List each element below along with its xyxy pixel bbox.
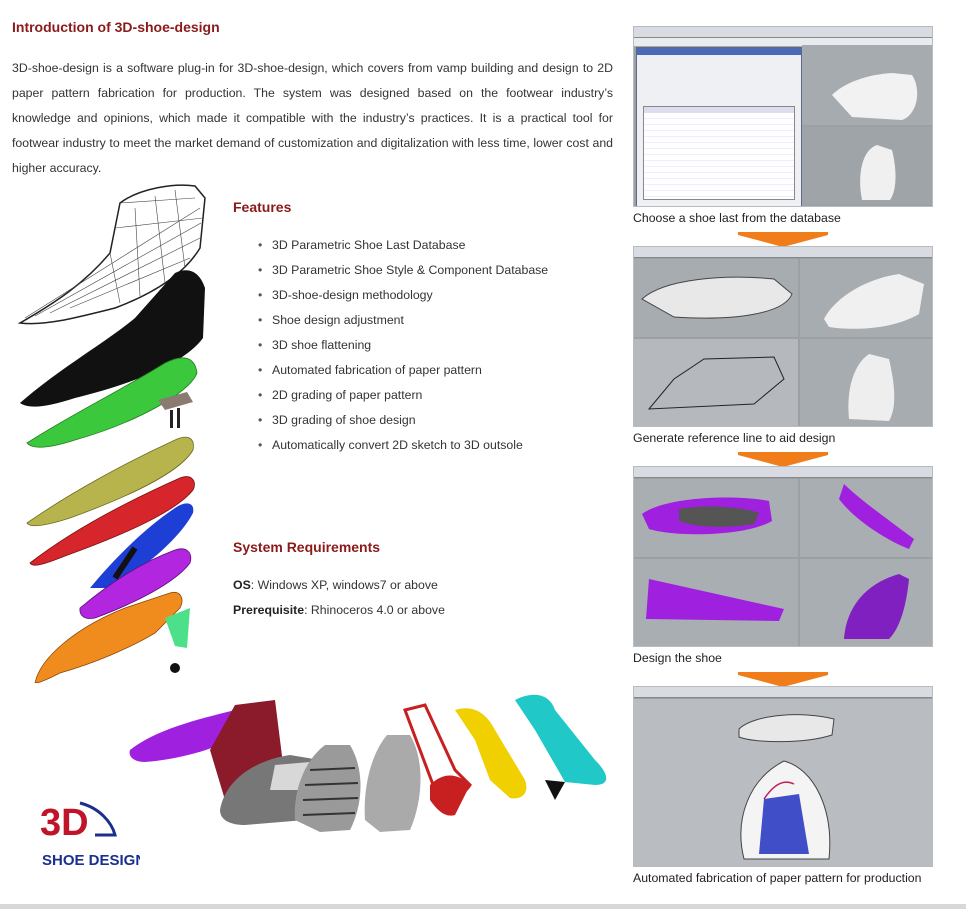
- green-heel: [165, 608, 190, 648]
- red-layer: [29, 476, 195, 566]
- feature-item: •3D grading of shoe design: [258, 413, 416, 427]
- feature-item: •2D grading of paper pattern: [258, 388, 423, 402]
- feature-item: •3D-shoe-design methodology: [258, 288, 433, 302]
- step-caption-1: Choose a shoe last from the database: [633, 211, 841, 225]
- bottom-divider: [0, 904, 966, 909]
- database-dialog: [636, 47, 802, 206]
- step-arrow-1: [738, 235, 828, 247]
- black-upper: [20, 270, 205, 407]
- green-insole: [26, 357, 198, 448]
- 3d-shoe-design-logo: 3D SHOE DESIGN: [40, 801, 140, 869]
- step-screenshot-4: [633, 686, 933, 867]
- prerequisite-requirement: Prerequisite: Rhinoceros 4.0 or above: [233, 603, 445, 617]
- blue-layer: [90, 503, 194, 588]
- step-arrow-bar-2: [738, 452, 828, 455]
- step-arrow-3: [738, 675, 828, 687]
- step-arrow-bar-3: [738, 672, 828, 675]
- feature-item: •Automated fabrication of paper pattern: [258, 363, 482, 377]
- step-caption-2: Generate reference line to aid design: [633, 431, 836, 445]
- olive-layer: [26, 436, 194, 527]
- exploded-shoe-illustration: [17, 184, 206, 683]
- step-caption-4: Automated fabrication of paper pattern f…: [633, 871, 922, 885]
- step-screenshot-1: [633, 26, 933, 207]
- feature-item: •Automatically convert 2D sketch to 3D o…: [258, 438, 523, 452]
- intro-title: Introduction of 3D-shoe-design: [12, 19, 220, 35]
- requirements-heading: System Requirements: [233, 539, 381, 555]
- shoe-lineup-illustration: [129, 694, 607, 832]
- feature-item: •3D Parametric Shoe Style & Component Da…: [258, 263, 549, 277]
- orange-outsole: [34, 591, 183, 683]
- intro-paragraph: 3D-shoe-design is a software plug-in for…: [12, 61, 613, 175]
- purple-flat-shoe: [129, 710, 240, 762]
- logo-shoe-design: SHOE DESIGN: [42, 852, 140, 869]
- feature-item: •3D Parametric Shoe Last Database: [258, 238, 466, 252]
- feature-item: •3D shoe flattening: [258, 338, 372, 352]
- step-screenshot-3: [633, 466, 933, 647]
- step-arrow-bar-1: [738, 232, 828, 235]
- wireframe-last: [17, 184, 206, 325]
- features-heading: Features: [233, 199, 292, 215]
- logo-3d: 3D: [40, 802, 89, 844]
- patterned-slipon: [364, 735, 421, 832]
- purple-layer: [79, 548, 192, 619]
- step-caption-3: Design the shoe: [633, 651, 722, 665]
- striped-loafer: [294, 745, 361, 832]
- cyan-heel: [515, 694, 607, 785]
- step-screenshot-2: [633, 246, 933, 427]
- features-list: •3D Parametric Shoe Last Database •3D Pa…: [258, 233, 548, 458]
- feature-item: •Shoe design adjustment: [258, 313, 404, 327]
- heel-cap: [158, 392, 193, 410]
- step-arrow-2: [738, 455, 828, 467]
- yellow-pump: [455, 708, 527, 799]
- os-requirement: OS: Windows XP, windows7 or above: [233, 578, 438, 592]
